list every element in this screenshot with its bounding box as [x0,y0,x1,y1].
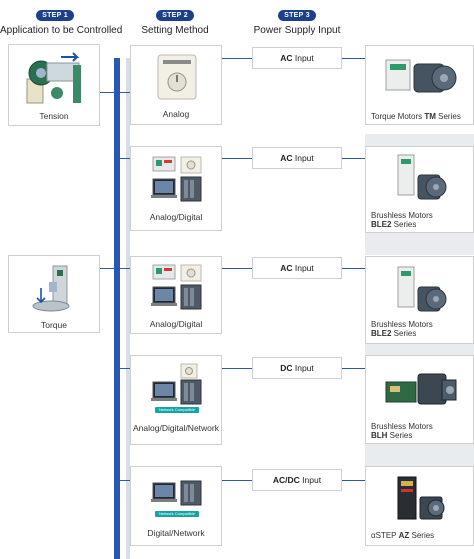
motor-label: αSTEP AZ Series [371,531,434,540]
motor-series-code: BLH [371,431,387,440]
app-label-tension: Tension [9,111,99,121]
motor-band [365,444,474,466]
power-input-text: Input [293,263,314,273]
network-compatible-tag: Network Compatible [155,511,199,517]
brushless-motor-icon [396,265,448,317]
power-input-box: AC Input [252,257,342,279]
motor-line1: Brushless Motors [371,211,433,220]
setting-card-analog-digital-2: Analog/Digital [130,256,222,334]
connector-line [222,268,252,269]
connector-line [342,480,366,481]
step-2-pill: STEP 2 [156,10,194,21]
setting-card-digital-network: Network Compatible Digital/Network [130,466,222,546]
motor-line2: Series [409,531,434,540]
app-card-torque: Torque [8,255,100,333]
connector-line [342,368,366,369]
power-type: AC [280,53,292,63]
power-input-box: AC/DC Input [252,469,342,491]
power-input-text: Input [293,53,314,63]
motor-label: Torque Motors TM Series [371,112,461,121]
connector-line [120,368,130,369]
connector-line [342,268,366,269]
setting-label-analog-digital-network: Analog/Digital/Network [131,423,221,433]
connector-line [222,480,252,481]
controller-pc-icon [151,155,205,207]
controller-pc-icon [151,479,205,507]
power-type: AC [280,153,292,163]
setting-card-analog-digital-1: Analog/Digital [130,146,222,231]
motor-line1: Brushless Motors [371,320,433,329]
brushless-motor-icon [396,153,448,205]
motor-band [365,233,474,255]
connector-line [120,480,130,481]
motor-card-az: αSTEP AZ Series [365,466,474,546]
setting-label-analog-digital: Analog/Digital [131,319,221,329]
motor-band [365,344,474,355]
app-card-tension: Tension [8,44,100,126]
motor-line2: Series [436,112,461,121]
motor-line1: Brushless Motors [371,422,433,431]
setting-label-analog: Analog [131,109,221,119]
connector-line [100,268,116,269]
step-1-pill: STEP 1 [36,10,74,21]
setting-label-analog-digital: Analog/Digital [131,212,221,222]
setting-card-analog: Analog [130,45,222,125]
connector-line [222,368,252,369]
step-1-title: Application to be Controlled [0,25,110,36]
motor-line1: αSTEP [371,531,399,540]
controller-pc-icon [151,263,205,315]
motor-band [365,134,474,146]
network-compatible-tag: Network Compatible [155,407,199,413]
step-3-title: Power Supply Input [250,25,344,36]
connector-line [222,58,252,59]
motor-line1: Torque Motors [371,112,424,121]
torque-motor-icon [384,54,458,100]
analog-dial-icon [157,54,197,100]
motor-series-code: AZ [399,531,410,540]
motor-series-code: TM [424,112,436,121]
brushless-motor-icon [384,366,460,410]
connector-bar [114,58,120,559]
setting-label-digital-network: Digital/Network [131,528,221,538]
step-3-pill: STEP 3 [278,10,316,21]
motor-card-tm: Torque Motors TM Series [365,45,474,125]
connector-line [342,58,366,59]
motor-line2: Series [391,220,416,229]
motor-line2: Series [387,431,412,440]
power-type: AC [280,263,292,273]
connector-line [120,158,130,159]
motor-series-code: BLE2 [371,220,391,229]
connector-line [120,92,130,93]
app-label-torque: Torque [9,320,99,330]
torque-machine-icon [27,262,83,314]
power-input-box: DC Input [252,357,342,379]
power-input-box: AC Input [252,147,342,169]
connector-line [120,268,130,269]
controller-pc-icon [151,362,205,406]
connector-line [222,158,252,159]
setting-card-analog-digital-network: Network Compatible Analog/Digital/Networ… [130,355,222,445]
power-input-box: AC Input [252,47,342,69]
power-type: DC [280,363,292,373]
stepping-motor-icon [396,475,448,525]
connector-line [100,92,116,93]
motor-line2: Series [391,329,416,338]
connector-line [342,158,366,159]
power-input-text: Input [300,475,321,485]
power-input-text: Input [293,363,314,373]
step-2-title: Setting Method [130,25,220,36]
motor-series-code: BLE2 [371,329,391,338]
power-type: AC/DC [273,475,300,485]
power-input-text: Input [293,153,314,163]
tension-machine-icon [21,51,89,107]
